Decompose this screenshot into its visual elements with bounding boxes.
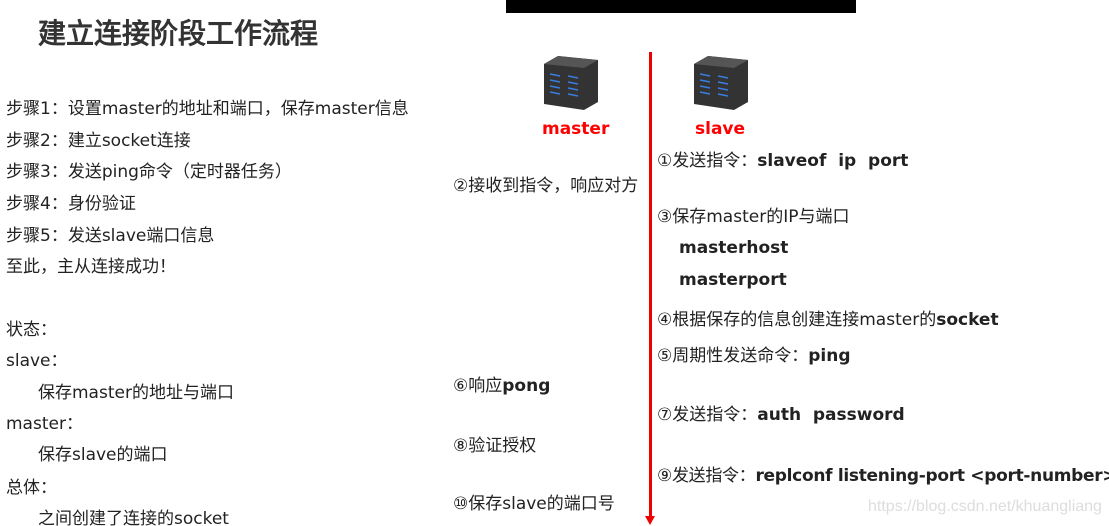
step-2: 步骤2：建立socket连接 [6,131,191,151]
slave-masterport: masterport [679,270,787,290]
step-5: 步骤5：发送slave端口信息 [6,226,215,246]
step-text: ⑥响应 [453,376,503,396]
slave-step-4: ④根据保存的信息创建连接master的socket [657,310,999,330]
step-cmd: ping [808,346,851,366]
slave-label: slave [695,119,746,139]
master-step-2: ②接收到指令，响应对方 [453,176,639,196]
step-4: 步骤4：身份验证 [6,194,136,214]
slave-step-9: ⑨发送指令：replconf listening-port <port-numb… [657,466,1109,486]
master-step-6: ⑥响应pong [453,376,550,396]
slave-step-1: ①发送指令：slaveof ip port [657,151,908,171]
step-cmd: socket [936,310,999,330]
state-heading: 状态： [6,320,57,340]
slave-masterhost: masterhost [679,238,789,258]
slave-step-5: ⑤周期性发送命令：ping [657,346,851,366]
step-text: ①发送指令： [657,151,758,171]
slave-server-icon [694,56,748,110]
step-3: 步骤3：发送ping命令（定时器任务） [6,162,292,182]
step-cmd: replconf listening-port <port-number> [755,466,1109,486]
step-text: ⑦发送指令： [657,405,758,425]
state-slave: slave： [6,351,68,371]
step-cmd: slaveof ip port [757,151,909,171]
state-overall-desc: 之间创建了连接的socket [38,509,229,526]
step-cmd: auth password [757,405,905,425]
timeline-arrow-icon [645,516,655,525]
top-black-bar [506,0,856,13]
timeline-line [649,52,652,518]
state-master-desc: 保存slave的端口 [38,445,168,465]
slave-step-3: ③保存master的IP与端口 [657,207,850,227]
step-cmd: pong [502,376,551,396]
state-master: master： [6,414,83,434]
step-text: ④根据保存的信息创建连接master的 [657,310,937,330]
watermark: https://blog.csdn.net/khuangliang [868,498,1102,515]
page-title: 建立连接阶段工作流程 [38,17,319,50]
step-1: 步骤1：设置master的地址和端口，保存master信息 [6,99,409,119]
step-text: ⑤周期性发送命令： [657,346,809,366]
state-slave-desc: 保存master的地址与端口 [38,383,234,403]
master-server-icon [544,56,598,110]
master-step-10: ⑩保存slave的端口号 [453,494,615,514]
slave-step-7: ⑦发送指令：auth password [657,405,905,425]
master-step-8: ⑧验证授权 [453,436,537,456]
step-done: 至此，主从连接成功！ [6,257,176,277]
master-label: master [542,119,610,139]
step-text: ⑨发送指令： [657,466,756,486]
state-overall: 总体： [6,478,57,498]
